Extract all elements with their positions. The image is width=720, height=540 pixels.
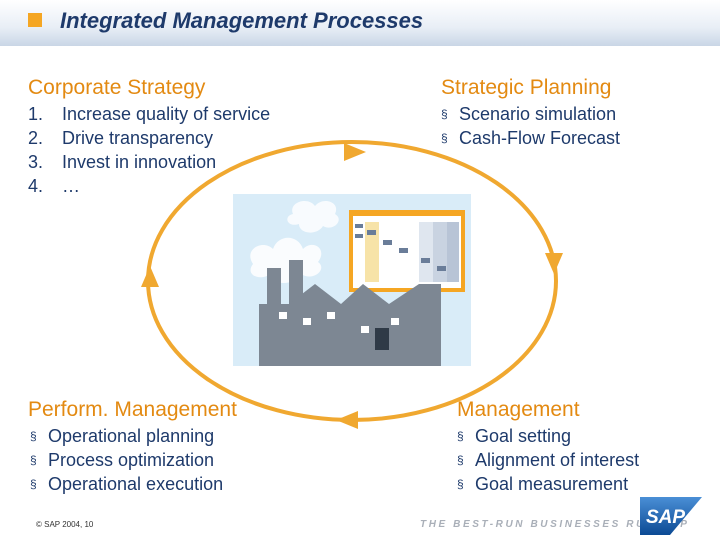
list-item: §Cash-Flow Forecast bbox=[441, 128, 621, 148]
smoke-cloud bbox=[287, 200, 339, 233]
list-item: §Operational execution bbox=[30, 474, 224, 494]
sap-logo-text: SAP bbox=[646, 507, 685, 528]
management-list: §Goal setting §Alignment of interest §Go… bbox=[457, 424, 639, 496]
chimney bbox=[267, 268, 281, 308]
factory-building bbox=[259, 284, 441, 366]
list-item: 1.Increase quality of service bbox=[28, 104, 271, 124]
list-item: 3.Invest in innovation bbox=[28, 152, 217, 172]
list-item: 2.Drive transparency bbox=[28, 128, 214, 148]
corporate-strategy-heading: Corporate Strategy bbox=[28, 76, 206, 99]
factory-illustration bbox=[233, 194, 471, 366]
management-heading: Management bbox=[457, 398, 580, 421]
cycle-arrow-bottom bbox=[336, 411, 358, 429]
list-item: 4.… bbox=[28, 176, 80, 196]
list-item: §Alignment of interest bbox=[457, 450, 640, 470]
factory-door bbox=[375, 328, 389, 350]
sap-logo-icon: SAP bbox=[640, 497, 702, 535]
sap-tagline: THE BEST-RUN BUSINESSES RUN SAP bbox=[420, 519, 690, 530]
copyright-text: © SAP 2004, 10 bbox=[36, 520, 94, 529]
list-item: §Process optimization bbox=[30, 450, 215, 470]
cycle-arrow-top bbox=[344, 143, 366, 161]
corporate-strategy-list: 1.Increase quality of service 2.Drive tr… bbox=[28, 102, 270, 198]
strategic-planning-heading: Strategic Planning bbox=[441, 76, 612, 99]
slide-header: Integrated Management Processes bbox=[0, 0, 720, 46]
perform-management-list: §Operational planning §Process optimizat… bbox=[30, 424, 223, 496]
list-item: §Scenario simulation bbox=[441, 104, 617, 124]
header-square-icon bbox=[28, 13, 42, 27]
perform-management-heading: Perform. Management bbox=[28, 398, 237, 421]
cycle-arrow-left bbox=[141, 266, 159, 287]
list-item: §Goal measurement bbox=[457, 474, 629, 494]
strategic-planning-list: §Scenario simulation §Cash-Flow Forecast bbox=[441, 102, 620, 150]
cycle-arrow-right bbox=[545, 253, 563, 274]
page-title: Integrated Management Processes bbox=[60, 8, 424, 33]
list-item: §Operational planning bbox=[30, 426, 215, 446]
list-item: §Goal setting bbox=[457, 426, 572, 446]
